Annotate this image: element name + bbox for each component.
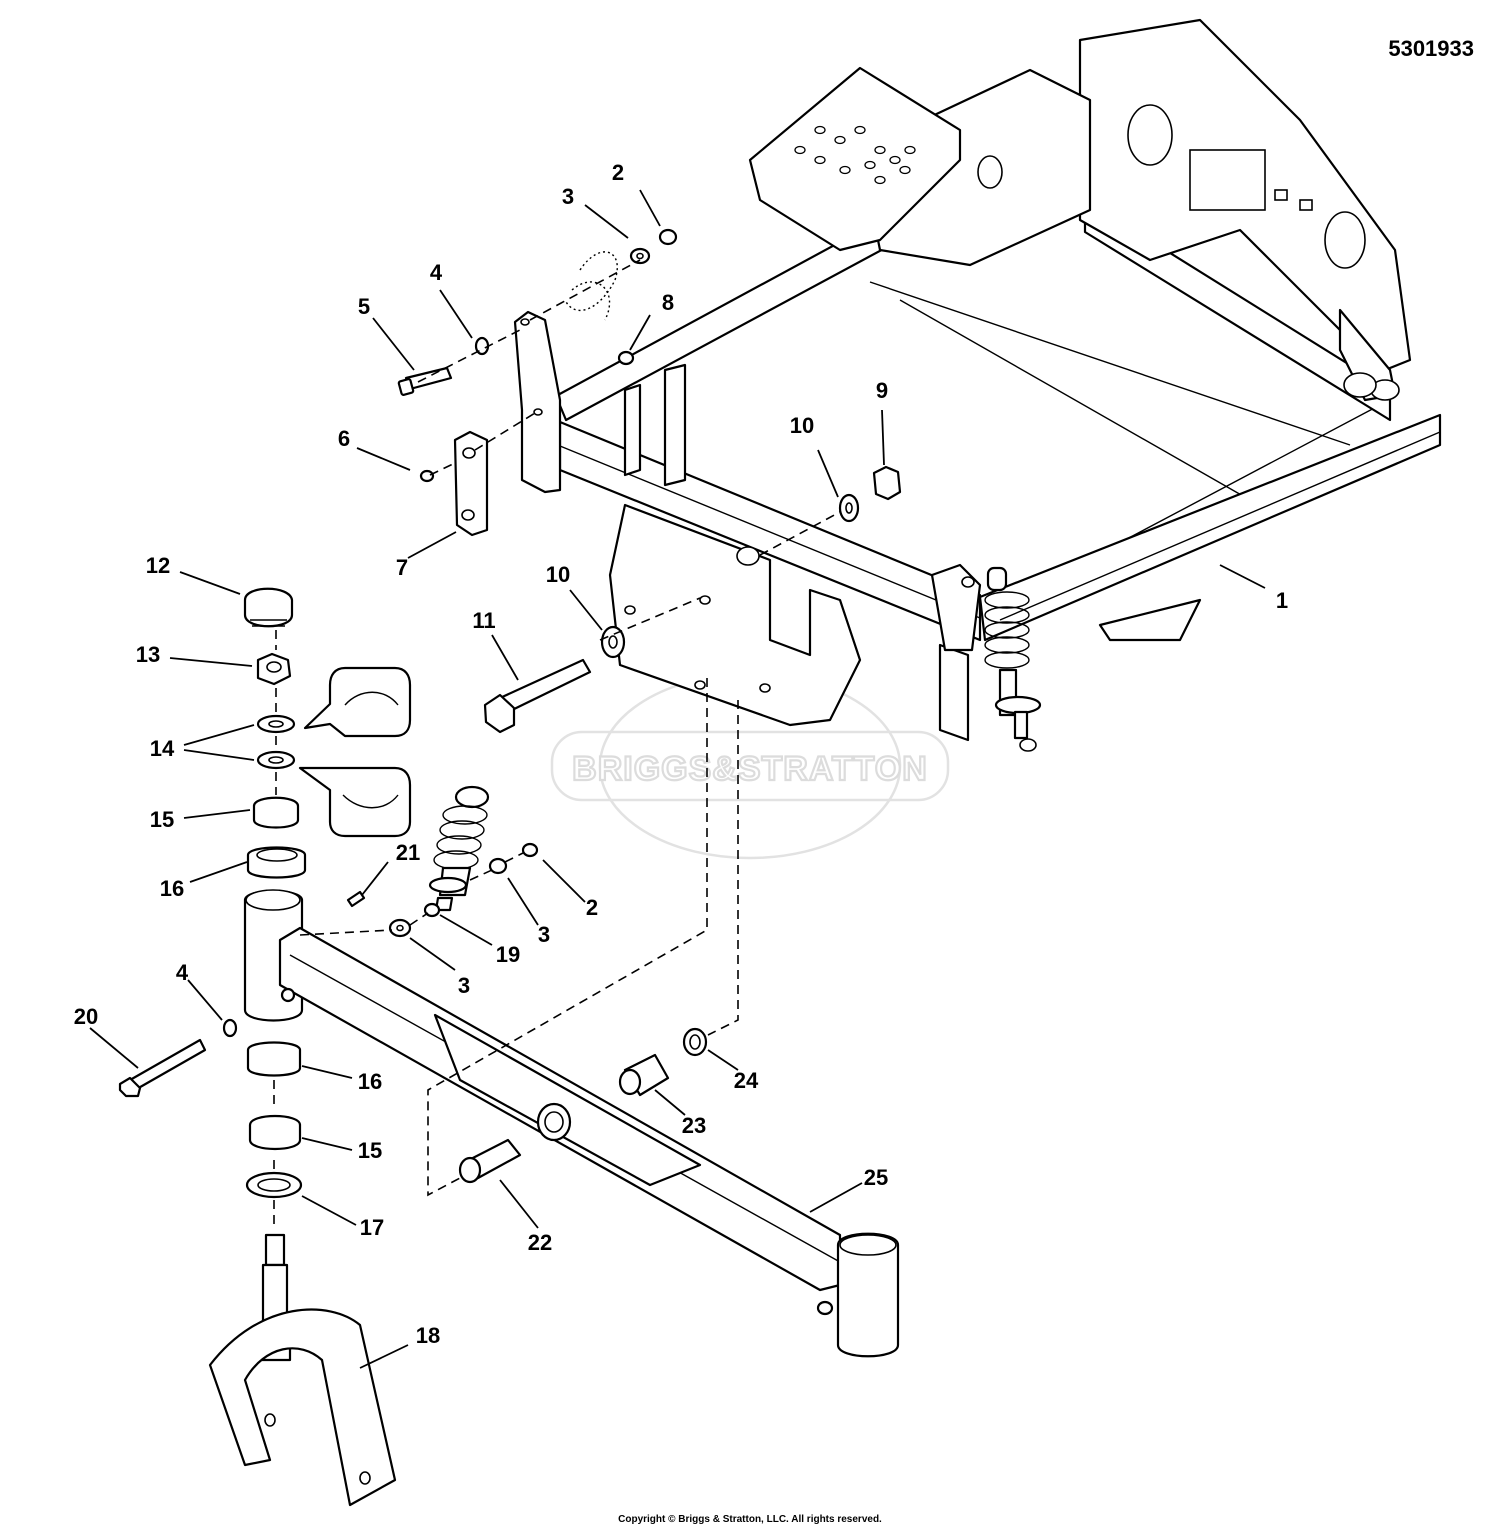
upper-linkage xyxy=(397,228,678,537)
front-axle xyxy=(243,889,900,1358)
pivot-bushings xyxy=(427,678,739,1197)
spindle-stack xyxy=(243,587,412,879)
callout-13: 13 xyxy=(136,642,160,667)
callout-15: 15 xyxy=(358,1138,382,1163)
callout-6: 6 xyxy=(338,426,350,451)
callout-10: 10 xyxy=(546,562,570,587)
callout-15: 15 xyxy=(150,807,174,832)
callout-2: 2 xyxy=(586,895,598,920)
callout-22: 22 xyxy=(528,1230,552,1255)
callout-16: 16 xyxy=(160,876,184,901)
callout-1: 1 xyxy=(1276,588,1288,613)
callout-12: 12 xyxy=(146,553,170,578)
callout-14: 14 xyxy=(150,736,175,761)
diagram-number: 5301933 xyxy=(1388,36,1474,61)
leader-lines xyxy=(89,189,1266,1369)
callout-4: 4 xyxy=(176,960,189,985)
callout-18: 18 xyxy=(416,1323,440,1348)
callout-17: 17 xyxy=(360,1215,384,1240)
callout-11: 11 xyxy=(472,608,495,633)
frame-assembly xyxy=(554,18,1442,752)
callout-10: 10 xyxy=(790,413,814,438)
callout-8: 8 xyxy=(662,290,674,315)
callout-7: 7 xyxy=(396,555,408,580)
callout-2: 2 xyxy=(612,160,624,185)
callout-3: 3 xyxy=(562,184,574,209)
callout-9: 9 xyxy=(876,378,888,403)
pivot-hardware xyxy=(483,465,902,734)
callout-5: 5 xyxy=(358,294,370,319)
callout-25: 25 xyxy=(864,1165,888,1190)
callout-24: 24 xyxy=(734,1068,759,1093)
spindle-lower xyxy=(118,1018,397,1507)
callout-labels: 1 2 2 3 3 3 4 4 5 6 7 8 9 10 10 11 12 13… xyxy=(74,160,1288,1348)
callout-20: 20 xyxy=(74,1004,98,1029)
callout-3: 3 xyxy=(458,973,470,998)
left-shock xyxy=(299,785,539,938)
callout-16: 16 xyxy=(358,1069,382,1094)
callout-23: 23 xyxy=(682,1113,706,1138)
brand-watermark: BRIGGS&STRATTON xyxy=(550,672,950,860)
callout-4: 4 xyxy=(430,260,443,285)
copyright-notice: Copyright © Briggs & Stratton, LLC. All … xyxy=(618,1514,882,1525)
watermark-text: BRIGGS&STRATTON xyxy=(572,750,928,788)
callout-3: 3 xyxy=(538,922,550,947)
callout-19: 19 xyxy=(496,942,520,967)
callout-21: 21 xyxy=(396,840,420,865)
